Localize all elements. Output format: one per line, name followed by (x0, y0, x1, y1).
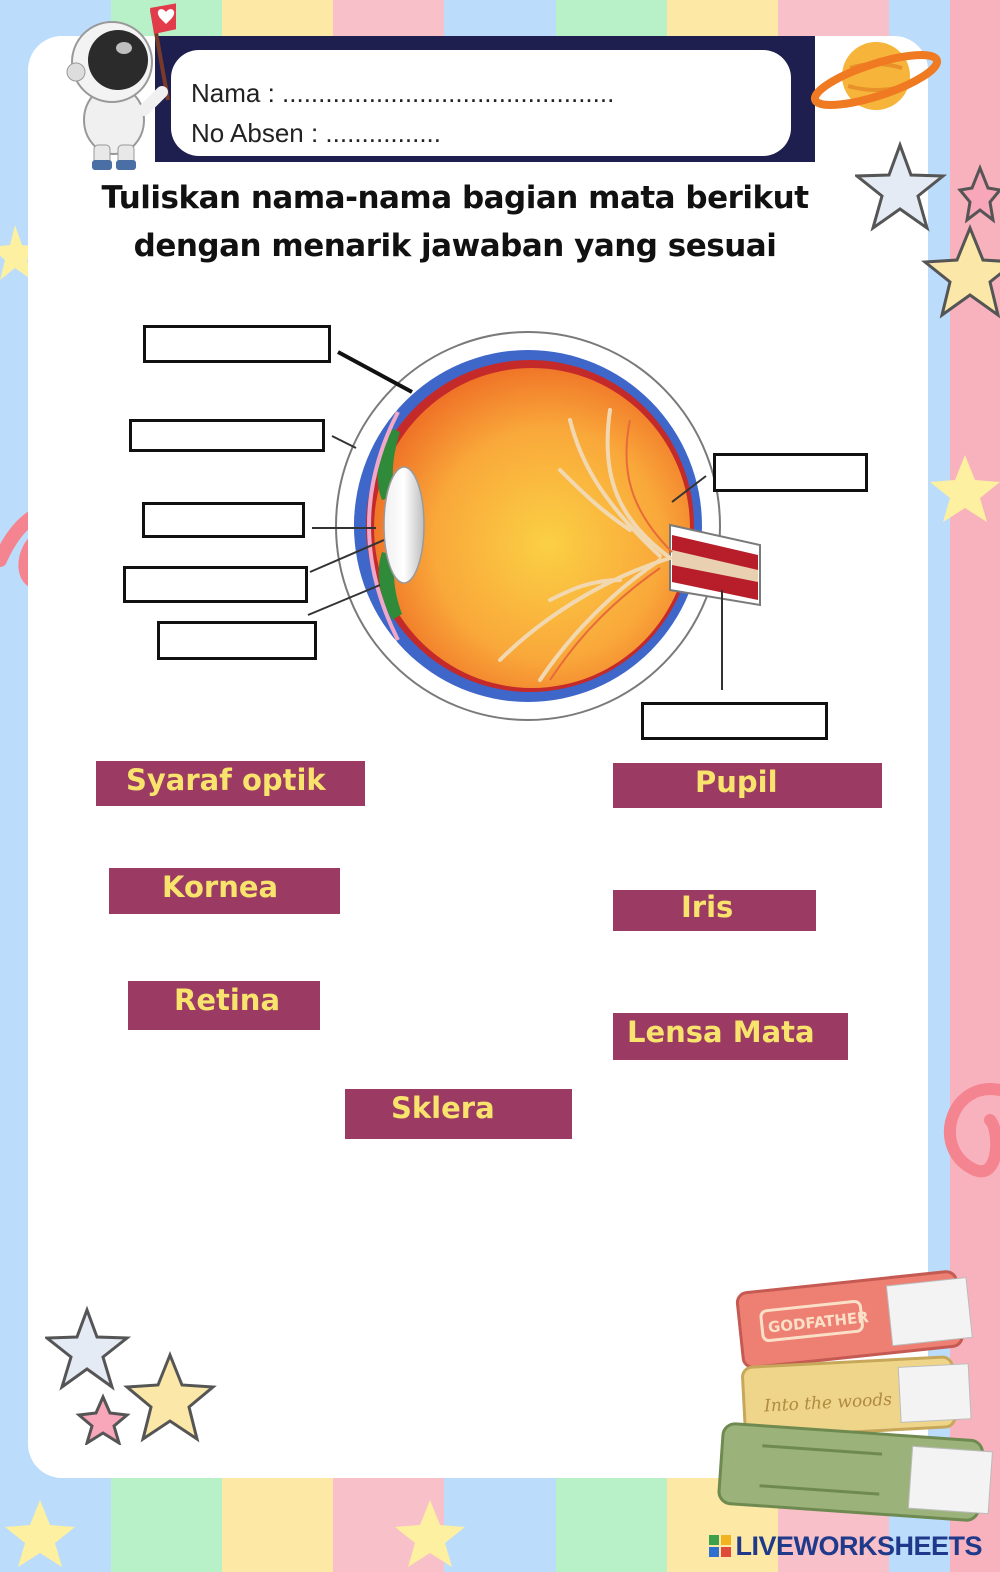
liveworksheets-logo-icon (709, 1535, 732, 1557)
label-pointer-lines (307, 350, 723, 690)
answer-chip-retina[interactable]: Retina (128, 981, 320, 1030)
answer-box-1[interactable] (143, 325, 331, 363)
planet-icon (810, 42, 942, 110)
chip-label: Pupil (695, 765, 778, 799)
chip-label: Iris (681, 890, 734, 924)
chip-label: Sklera (391, 1091, 495, 1125)
chip-label: Lensa Mata (627, 1015, 815, 1049)
answer-chip-pupil[interactable]: Pupil (613, 763, 882, 808)
answer-chip-syaraf-optik[interactable]: Syaraf optik (96, 761, 365, 806)
instruction-line-2: dengan menarik jawaban yang sesuai (133, 228, 777, 264)
answer-box-7[interactable] (641, 702, 828, 740)
answer-box-6[interactable] (713, 453, 868, 492)
instruction-line-1: Tuliskan nama-nama bagian mata berikut (101, 180, 809, 216)
stars-top-right-icon (855, 140, 1000, 319)
answer-box-4[interactable] (123, 566, 308, 603)
liveworksheets-brand[interactable]: LIVEWORKSHEETS (709, 1531, 982, 1562)
astronaut-icon (66, 3, 176, 170)
chip-label: Syaraf optik (126, 763, 326, 797)
name-panel-inner: Nama : .................................… (171, 50, 791, 156)
answer-chip-kornea[interactable]: Kornea (109, 868, 340, 914)
absen-field-label: No Absen : ................ (191, 118, 441, 148)
answer-chip-lensa-mata[interactable]: Lensa Mata (613, 1013, 848, 1060)
stars-bottom-left-icon (45, 1305, 217, 1445)
answer-box-3[interactable] (142, 502, 305, 538)
brand-text: LIVEWORKSHEETS (735, 1531, 982, 1561)
answer-chip-sklera[interactable]: Sklera (345, 1089, 572, 1139)
instruction-text: Tuliskan nama-nama bagian mata berikut d… (60, 174, 850, 270)
worksheet-card (28, 36, 928, 1478)
name-field-label: Nama : .................................… (191, 78, 615, 108)
name-panel: Nama : .................................… (155, 36, 815, 162)
books-icon: GODFATHER Into the woods (717, 1270, 993, 1522)
answer-box-5[interactable] (157, 621, 317, 660)
eye-diagram (335, 331, 761, 721)
chip-label: Kornea (162, 870, 279, 904)
answer-box-2[interactable] (129, 419, 325, 452)
chip-label: Retina (174, 983, 281, 1017)
answer-chip-iris[interactable]: Iris (613, 890, 816, 931)
